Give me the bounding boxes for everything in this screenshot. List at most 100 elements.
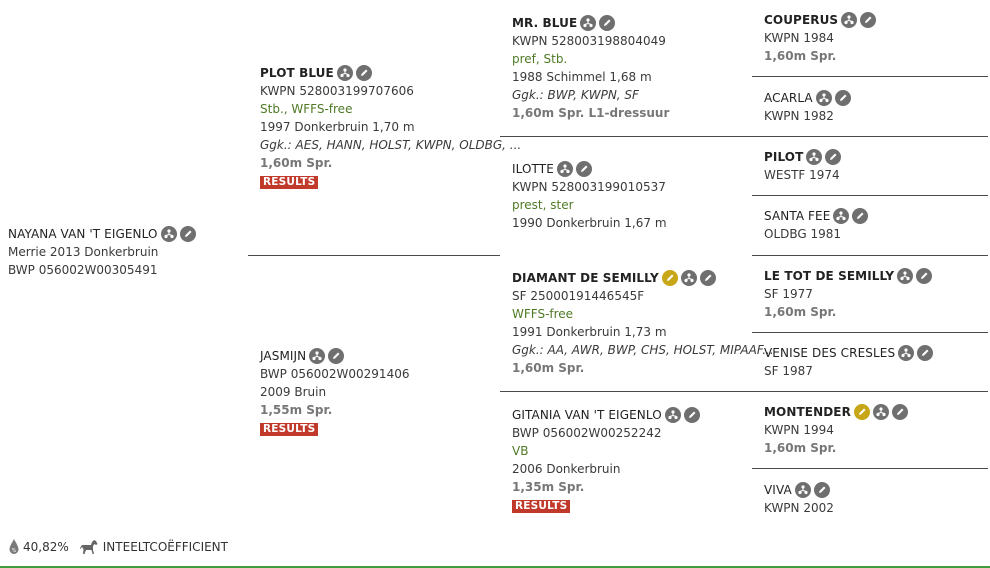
pedigree-tree-icon[interactable] (806, 148, 823, 165)
ddd-horse: VIVA KWPN 2002 (764, 480, 834, 517)
pedigree-tree-icon[interactable] (664, 406, 681, 423)
horse-registration: SF 25000191446545F (512, 289, 645, 303)
edit-pencil-icon[interactable] (834, 89, 851, 106)
dss-horse: LE TOT DE SEMILLY SF 1977 1,60m Spr. (764, 266, 933, 321)
horse-sport-level: 1,60m Spr. (764, 305, 837, 319)
horse-predicates: VB (512, 444, 529, 458)
horse-predicates: pref, Stb. (512, 52, 568, 66)
divider-gen2 (500, 391, 752, 392)
inbreeding-percent: 40,82% (23, 540, 69, 554)
edit-pencil-icon[interactable] (916, 267, 933, 284)
horse-birth-info: 1990 Donkerbruin 1,67 m (512, 216, 667, 230)
edit-pencil-icon[interactable] (599, 14, 616, 31)
pedigree-tree-icon[interactable] (580, 14, 597, 31)
edit-pencil-icon[interactable] (813, 481, 830, 498)
horse-icon (79, 539, 99, 555)
horse-name-link[interactable]: VENISE DES CRESLES (764, 345, 896, 360)
horse-sport-level: 1,60m Spr. (764, 49, 837, 63)
bottom-border (0, 566, 990, 568)
horse-name-link[interactable]: DIAMANT DE SEMILLY (512, 270, 659, 285)
results-button[interactable]: RESULTS (512, 500, 571, 513)
dam-horse: JASMIJN BWP 056002W00291406 2009 Bruin 1… (260, 346, 409, 437)
horse-sport-level: 1,55m Spr. (260, 403, 333, 417)
pedigree-tree-icon[interactable] (841, 11, 858, 28)
horse-registration: KWPN 528003199010537 (512, 180, 666, 194)
horse-predicates: Stb., WFFS-free (260, 102, 353, 116)
edit-pencil-icon[interactable] (852, 207, 869, 224)
edit-pencil-icon[interactable] (917, 344, 934, 361)
horse-registration: SF 1977 (764, 287, 813, 301)
horse-name-link[interactable]: GITANIA VAN 'T EIGENLO (512, 407, 662, 422)
pedigree-tree-icon[interactable] (309, 347, 326, 364)
edit-pencil-icon[interactable] (355, 64, 372, 81)
horse-name-link[interactable]: JASMIJN (260, 348, 307, 363)
pedigree-tree-icon[interactable] (897, 267, 914, 284)
sss-horse: COUPERUS KWPN 1984 1,60m Spr. (764, 10, 877, 65)
edit-pencil-icon[interactable] (891, 403, 908, 420)
sire-horse: PLOT BLUE KWPN 528003199707606 Stb., WFF… (260, 63, 521, 190)
percentage-drop-icon: % (8, 538, 20, 556)
edit-pencil-icon[interactable] (179, 225, 196, 242)
horse-registration: KWPN 528003199707606 (260, 84, 414, 98)
horse-name-link[interactable]: VIVA (764, 482, 792, 497)
horse-name-link[interactable]: MONTENDER (764, 404, 851, 419)
dna-marker-icon[interactable] (661, 269, 678, 286)
inbreeding-label: INTEELTCOËFFICIENT (102, 540, 228, 554)
pedigree-tree-icon[interactable] (680, 269, 697, 286)
ssd-horse: ACARLA KWPN 1982 (764, 88, 851, 125)
horse-sport-level: 1,60m Spr. L1-dressuur (512, 106, 670, 120)
pedigree-tree-icon[interactable] (794, 481, 811, 498)
horse-registration: OLDBG 1981 (764, 227, 842, 241)
pedigree-tree-icon[interactable] (833, 207, 850, 224)
divider-gen3 (752, 136, 988, 137)
horse-birth-info: 1997 Donkerbruin 1,70 m (260, 120, 415, 134)
horse-name-link[interactable]: LE TOT DE SEMILLY (764, 268, 895, 283)
results-button[interactable]: RESULTS (260, 176, 319, 189)
horse-birth-info: 1991 Donkerbruin 1,73 m (512, 325, 667, 339)
horse-name-link[interactable]: MR. BLUE (512, 15, 578, 30)
edit-pencil-icon[interactable] (683, 406, 700, 423)
horse-registration: KWPN 1982 (764, 109, 834, 123)
divider-gen3 (752, 468, 988, 469)
horse-info: Merrie 2013 Donkerbruin (8, 245, 159, 259)
horse-name-link[interactable]: SANTA FEE (764, 208, 831, 223)
sire-sire-horse: MR. BLUE KWPN 528003198804049 pref, Stb.… (512, 13, 669, 122)
horse-sport-level: 1,60m Spr. (260, 156, 333, 170)
dsd-horse: VENISE DES CRESLES SF 1987 (764, 343, 934, 380)
horse-studbooks: Ggk.: AA, AWR, BWP, CHS, HOLST, MIPAAF..… (512, 343, 774, 357)
horse-registration: KWPN 2002 (764, 501, 834, 515)
pedigree-tree-icon[interactable] (160, 225, 177, 242)
edit-pencil-icon[interactable] (575, 160, 592, 177)
horse-predicates: prest, ster (512, 198, 574, 212)
subject-horse: NAYANA VAN 'T EIGENLO Merrie 2013 Donker… (8, 224, 196, 279)
edit-pencil-icon[interactable] (860, 11, 877, 28)
edit-pencil-icon[interactable] (825, 148, 842, 165)
dam-sire-horse: DIAMANT DE SEMILLY SF 25000191446545F WF… (512, 268, 774, 377)
svg-text:%: % (12, 548, 17, 554)
divider-gen3 (752, 255, 988, 256)
dam-dam-horse: GITANIA VAN 'T EIGENLO BWP 056002W002522… (512, 405, 700, 514)
horse-name-link[interactable]: NAYANA VAN 'T EIGENLO (8, 226, 158, 241)
horse-birth-info: 1988 Schimmel 1,68 m (512, 70, 652, 84)
divider-subject (248, 255, 500, 256)
divider-gen2 (500, 136, 752, 137)
horse-name-link[interactable]: ACARLA (764, 90, 813, 105)
edit-pencil-icon[interactable] (328, 347, 345, 364)
pedigree-tree-icon[interactable] (898, 344, 915, 361)
horse-name-link[interactable]: PILOT (764, 149, 804, 164)
divider-gen3 (752, 391, 988, 392)
dna-marker-icon[interactable] (853, 403, 870, 420)
horse-name-link[interactable]: COUPERUS (764, 12, 839, 27)
pedigree-tree-icon[interactable] (556, 160, 573, 177)
results-button[interactable]: RESULTS (260, 423, 319, 436)
horse-name-link[interactable]: PLOT BLUE (260, 65, 334, 80)
horse-name-link[interactable]: ILOTTE (512, 161, 554, 176)
edit-pencil-icon[interactable] (699, 269, 716, 286)
pedigree-tree-icon[interactable] (336, 64, 353, 81)
horse-registration: KWPN 528003198804049 (512, 34, 666, 48)
pedigree-tree-icon[interactable] (815, 89, 832, 106)
pedigree-tree-icon[interactable] (872, 403, 889, 420)
horse-birth-info: 2006 Donkerbruin (512, 462, 621, 476)
horse-registration: SF 1987 (764, 364, 813, 378)
divider-gen3 (752, 76, 988, 77)
